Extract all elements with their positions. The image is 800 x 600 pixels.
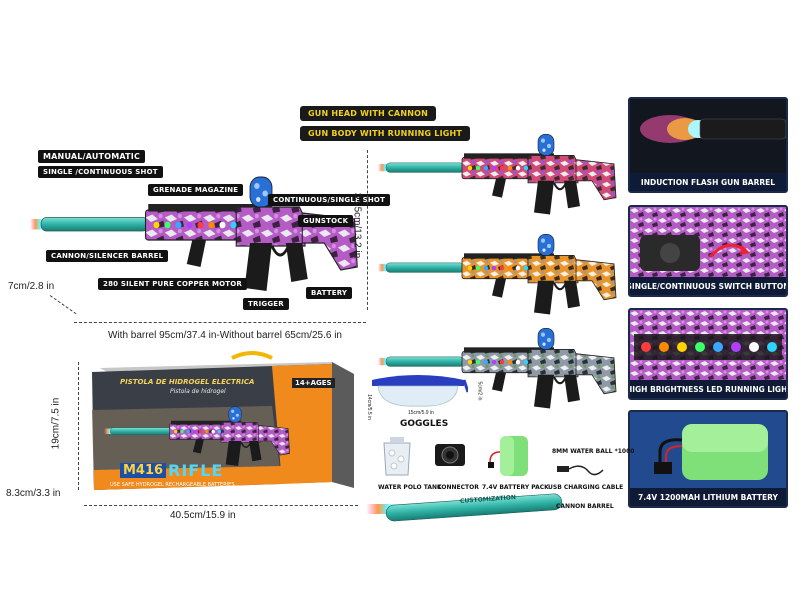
box-name-label: RIFLE [168, 461, 224, 480]
callout-gun-head-with-cannon: GUN HEAD WITH CANNON [300, 106, 437, 121]
box-tagline: USE SAFE HYDROGEL RECHARGEABLE BATTERIES [110, 482, 235, 488]
goggles-caption: GOGGLES [400, 419, 449, 429]
panel-flash-barrel: INDUCTION FLASH GUN BARREL [628, 97, 788, 193]
panel-led-lights: 8 HIGH BRIGHTNESS LED RUNNING LIGHTS [628, 308, 788, 400]
box-age-badge: 14+AGES [292, 378, 335, 388]
usb-cable-caption: USB CHARGING CABLE [548, 484, 624, 491]
callout-grenade-magazine: GRENADE MAGAZINE [148, 184, 244, 196]
flash-barrel-image [630, 99, 786, 173]
box-depth-label: 8.3cm/3.3 in [6, 488, 61, 499]
box-title-es: PISTOLA DE HIDROGEL ELECTRICA [120, 378, 255, 386]
box-height-label: 19cm/7.5 in [50, 397, 62, 450]
height-dimension-label: 33.5cm/13.2 in [351, 192, 363, 259]
callout-trigger: TRIGGER [243, 298, 289, 310]
switch-button-image [630, 207, 786, 281]
box-width-label: 40.5cm/15.9 in [170, 510, 236, 521]
callout-copper-motor: 280 SILENT PURE COPPER MOTOR [98, 278, 248, 290]
width-dimension-label: With barrel 95cm/37.4 in-Without barrel … [108, 330, 342, 341]
variant-gun-red [378, 133, 618, 216]
panel-lithium-battery: 7.4V 1200MAH LITHIUM BATTERY [628, 410, 788, 508]
height-dimension-line [367, 150, 368, 310]
box-width-dimension-line [84, 505, 358, 506]
connector-image [435, 444, 465, 466]
goggles-image [372, 375, 468, 407]
callout-single-continuous-shot: SINGLE /CONTINUOUS SHOT [38, 166, 163, 178]
box-model-label: M416 [120, 463, 167, 478]
callout-gun-body-running-light: GUN BODY WITH RUNNING LIGHT [300, 126, 471, 141]
box-subtitle-es: Pistola de hidrogel [170, 388, 226, 395]
cannon-barrel-caption: CANNON BARREL [556, 503, 614, 510]
width-dimension-line [74, 322, 366, 323]
callout-gunstock: GUNSTOCK [298, 215, 354, 227]
panel-switch-button: SINGLE/CONTINUOUS SWITCH BUTTON [628, 205, 788, 297]
usb-cable-image [557, 465, 604, 476]
product-box [92, 351, 354, 490]
cannon-barrel-image [366, 493, 563, 522]
panel-caption: INDUCTION FLASH GUN BARREL [630, 173, 786, 191]
panel-caption: 7.4V 1200MAH LITHIUM BATTERY [630, 488, 786, 506]
box-height-dimension-line [78, 362, 79, 490]
goggles-width-label: 15cm/5.9 in [408, 410, 434, 416]
water-polo-tank-image [383, 437, 411, 476]
led-lights-image [630, 310, 786, 384]
water-polo-tank-caption: WATER POLO TANK [378, 484, 442, 491]
battery-pack-image [488, 436, 528, 476]
depth-dimension-label: 7cm/2.8 in [8, 281, 55, 292]
goggles-right-label: 5cm/2 in [476, 381, 483, 401]
callout-manual-automatic: MANUAL/AUTOMATIC [38, 150, 146, 163]
goggles-left-label: 14cm/5.5 in [365, 394, 372, 420]
panel-caption: 8 HIGH BRIGHTNESS LED RUNNING LIGHTS [630, 380, 786, 398]
lithium-battery-image [630, 412, 786, 492]
variant-gun-orange [378, 233, 618, 316]
connector-caption: CONNECTOR [437, 484, 479, 491]
water-ball-caption: 8MM WATER BALL *1000 [552, 448, 635, 455]
battery-pack-caption: 7.4V BATTERY PACK [482, 484, 549, 491]
callout-cannon-silencer-barrel: CANNON/SILENCER BARREL [46, 250, 169, 262]
callout-battery: BATTERY [306, 287, 353, 299]
panel-caption: SINGLE/CONTINUOUS SWITCH BUTTON [630, 277, 786, 295]
callout-continuous-single-shot: CONTINUOUS/SINGLE SHOT [268, 194, 391, 206]
